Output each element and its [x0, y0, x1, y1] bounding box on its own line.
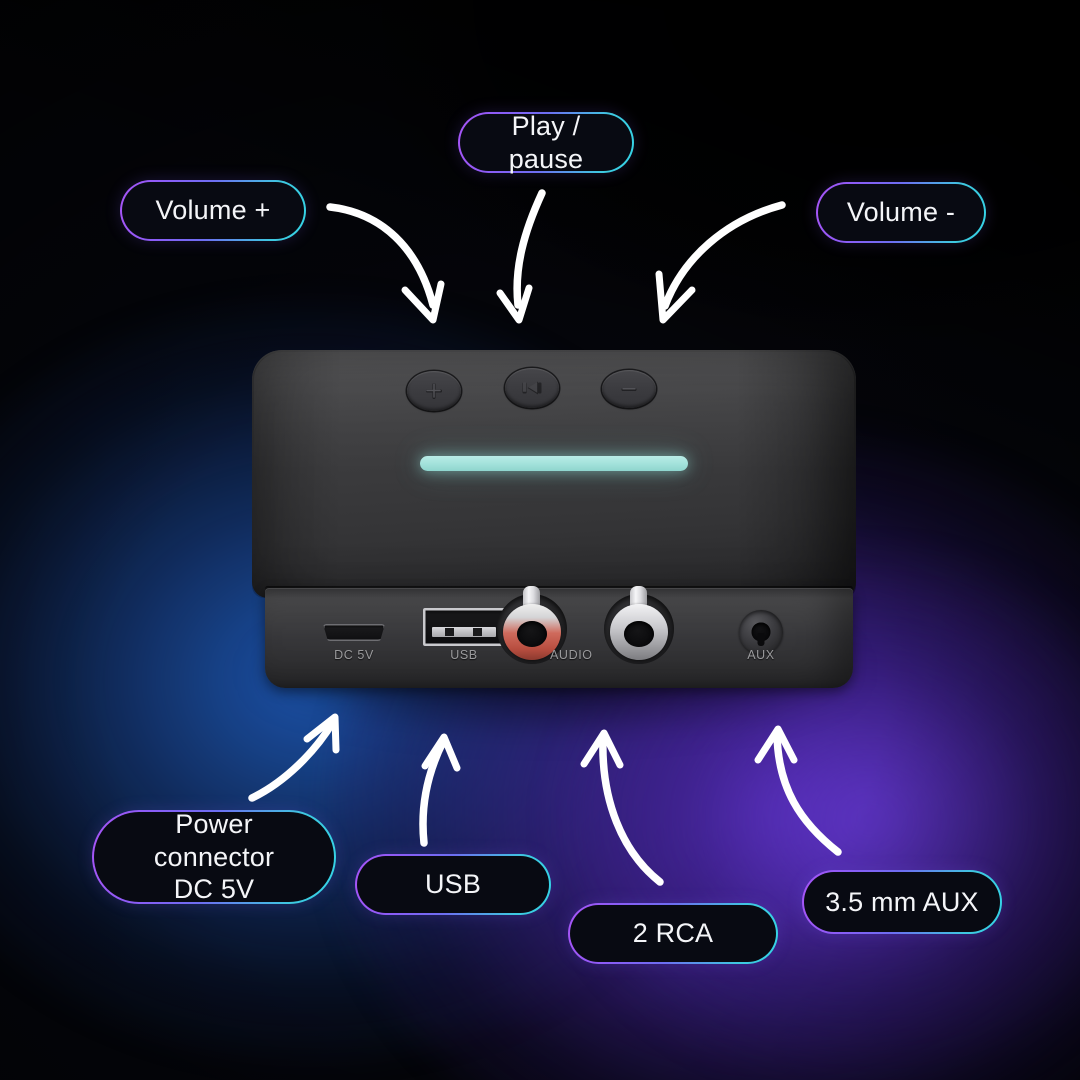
plus-icon — [425, 382, 443, 400]
label-aux[interactable]: 3.5 mm AUX — [802, 870, 1002, 934]
label-power-connector-inner: Power connector DC 5V — [94, 809, 334, 904]
device-front-panel: DC 5V USB AUDIO — [265, 586, 853, 688]
volume-down-button[interactable] — [602, 370, 656, 408]
label-usb[interactable]: USB — [355, 854, 551, 915]
usb-a-icon — [423, 608, 505, 646]
label-volume-down-text: Volume - — [846, 197, 956, 228]
rca-white-hole — [624, 620, 654, 647]
label-usb-text: USB — [424, 869, 482, 900]
play-pause-button[interactable] — [505, 368, 559, 408]
label-volume-up-text: Volume + — [155, 195, 271, 226]
minus-icon — [621, 387, 637, 392]
label-rca-inner: 2 RCA — [570, 905, 776, 962]
label-volume-up-inner: Volume + — [122, 182, 304, 239]
play-pause-icon — [522, 381, 542, 395]
usb-tongue — [432, 627, 496, 637]
dc-power-port-label: DC 5V — [334, 648, 374, 662]
aux-notch — [757, 632, 765, 646]
rca-white-port[interactable] — [604, 586, 674, 664]
status-led-bar — [420, 456, 688, 471]
rca-red-port[interactable] — [497, 586, 567, 664]
label-volume-down-inner: Volume - — [818, 184, 984, 241]
label-aux-text: 3.5 mm AUX — [825, 886, 979, 917]
label-power-connector[interactable]: Power connector DC 5V — [92, 809, 336, 904]
label-usb-inner: USB — [357, 856, 549, 913]
label-rca-text: 2 RCA — [632, 918, 714, 949]
label-play-pause-text: Play / pause — [508, 110, 584, 174]
label-power-connector-text: Power connector DC 5V — [153, 808, 275, 905]
label-play-pause-inner: Play / pause — [460, 111, 632, 174]
aux-port[interactable] — [739, 610, 783, 654]
aux-inner-hole — [751, 622, 771, 642]
rca-red-hole — [517, 620, 547, 647]
label-play-pause[interactable]: Play / pause — [458, 111, 634, 174]
bluetooth-audio-receiver: DC 5V USB AUDIO — [252, 350, 856, 730]
volume-up-button[interactable] — [407, 371, 461, 411]
usb-a-port[interactable] — [423, 608, 505, 646]
label-rca[interactable]: 2 RCA — [568, 903, 778, 964]
label-aux-inner: 3.5 mm AUX — [804, 872, 1000, 932]
label-volume-up[interactable]: Volume + — [120, 180, 306, 241]
usb-a-port-label: USB — [450, 648, 478, 662]
micro-usb-icon — [323, 624, 385, 641]
audio-group-label: AUDIO — [550, 648, 593, 662]
dc-power-port[interactable] — [323, 624, 385, 641]
label-volume-down[interactable]: Volume - — [816, 182, 986, 243]
aux-port-label: AUX — [747, 648, 775, 662]
